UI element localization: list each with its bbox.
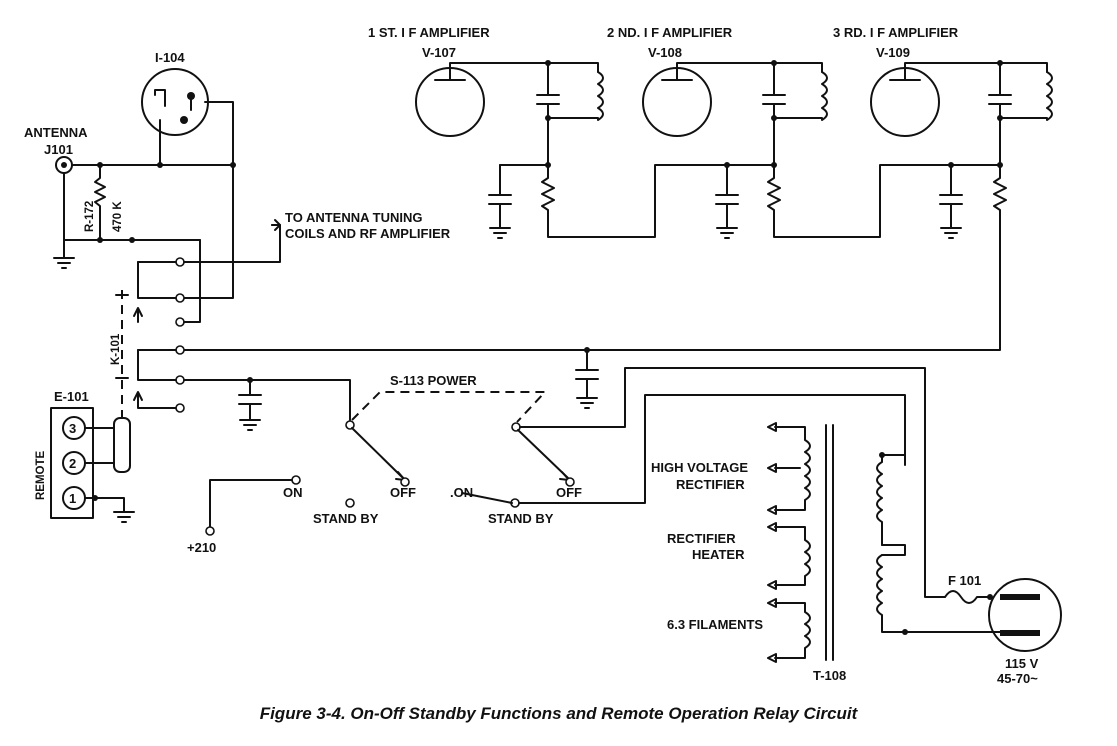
remote-label: REMOTE	[35, 450, 47, 500]
power-input-section: F 101 115 V 45-70~	[904, 464, 1062, 686]
plus210-label: +210	[187, 540, 216, 555]
figure-caption: Figure 3-4. On-Off Standby Functions and…	[259, 704, 858, 723]
rh-label-1: RECTIFIER	[667, 531, 736, 546]
power-plug	[988, 578, 1062, 652]
on1-label: ON	[283, 485, 303, 500]
tuning-label-1: TO ANTENNA TUNING	[285, 210, 422, 225]
s113-label: S-113 POWER	[390, 373, 477, 388]
on2-label: .ON	[450, 485, 473, 500]
r172-value: 470 K	[112, 201, 124, 232]
power-switch-s113: S-113 POWER ON OFF STAND BY +210 .ON OFF…	[187, 367, 926, 555]
if-amplifier-stages: 1 ST. I F AMPLIFIER 2 ND. I F AMPLIFIER …	[179, 25, 1053, 351]
k101-label: K-101	[110, 333, 122, 365]
f101-label: F 101	[948, 573, 981, 588]
v107-label: V-107	[422, 45, 456, 60]
rh-label-2: HEATER	[692, 547, 745, 562]
antenna-input-section: I-104 ANTENNA J101 R-172 470 K	[24, 50, 236, 299]
if2-label: 2 ND. I F AMPLIFIER	[607, 25, 733, 40]
if3-label: 3 RD. I F AMPLIFIER	[833, 25, 959, 40]
e101-label: E-101	[54, 389, 89, 404]
terminal-3: 3	[69, 421, 76, 436]
voltage-label: 115 V	[1005, 656, 1039, 671]
frequency-label: 45-70~	[997, 671, 1038, 686]
hv-label-1: HIGH VOLTAGE	[651, 460, 748, 475]
v109-label: V-109	[876, 45, 910, 60]
relay-k101: K-101 TO ANTENNA TUNING COILS AND RF AMP…	[110, 210, 599, 431]
v108-label: V-108	[648, 45, 682, 60]
power-transformer-t108: HIGH VOLTAGE RECTIFIER RECTIFIER HEATER …	[651, 422, 908, 683]
terminal-2: 2	[69, 456, 76, 471]
standby1-label: STAND BY	[313, 511, 379, 526]
i104-label: I-104	[155, 50, 185, 65]
remote-terminal-e101: E-101 REMOTE 3 2 1	[35, 389, 135, 523]
lamp-i104	[141, 68, 209, 136]
r172-label: R-172	[84, 201, 96, 232]
t108-label: T-108	[813, 668, 846, 683]
filaments-label: 6.3 FILAMENTS	[667, 617, 763, 632]
terminal-1: 1	[69, 491, 76, 506]
tuning-label-2: COILS AND RF AMPLIFIER	[285, 226, 451, 241]
off2-label: OFF	[556, 485, 582, 500]
if1-label: 1 ST. I F AMPLIFIER	[368, 25, 490, 40]
j101-label: J101	[44, 142, 73, 157]
off1-label: OFF	[390, 485, 416, 500]
antenna-label: ANTENNA	[24, 125, 88, 140]
hv-label-2: RECTIFIER	[676, 477, 745, 492]
standby2-label: STAND BY	[488, 511, 554, 526]
